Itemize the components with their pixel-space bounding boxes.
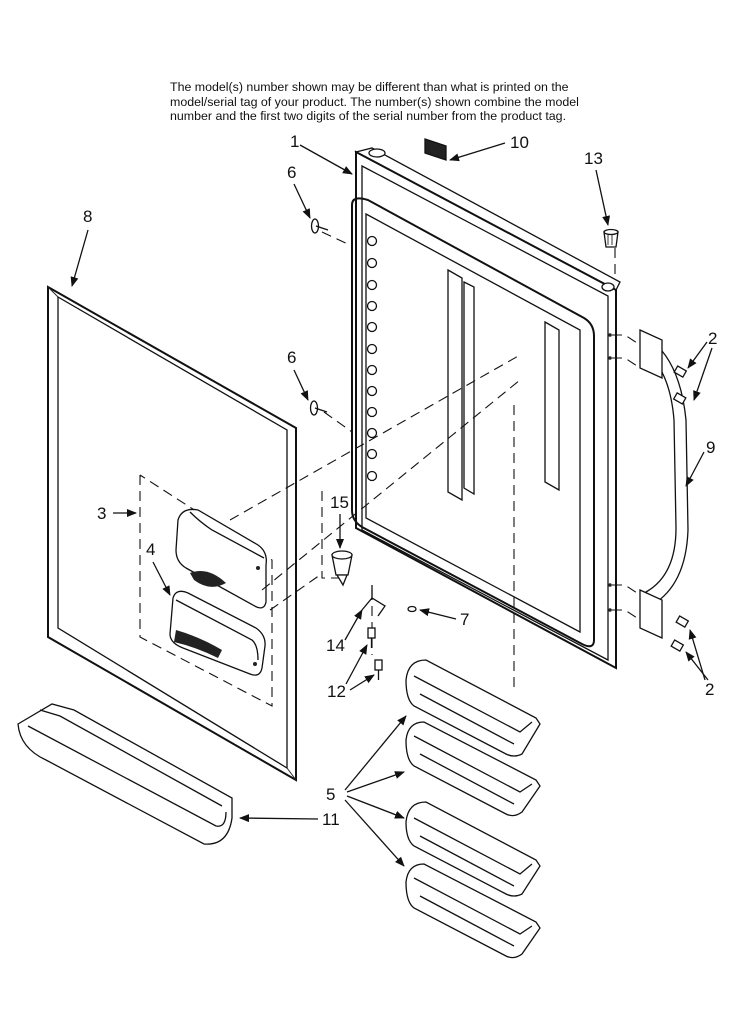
svg-text:14: 14 [326,636,345,655]
door-handle [639,328,689,640]
liner-clips [366,235,378,482]
svg-text:13: 13 [584,149,603,168]
small-plug [407,605,417,613]
callout-15: 15 [330,493,349,549]
door-bin-3 [405,801,541,897]
svg-text:1: 1 [290,132,299,151]
door-bin-2 [405,721,541,817]
callout-2-lower: 2 [685,629,714,699]
screw-upper [310,218,329,234]
callout-5: 5 [326,715,407,867]
callout-6-upper: 6 [287,163,311,219]
svg-text:12: 12 [327,682,346,701]
bottom-door-bin [17,703,233,845]
callout-9: 9 [685,438,715,487]
svg-text:6: 6 [287,163,296,182]
callout-7: 7 [419,608,469,629]
callout-3: 3 [97,504,137,523]
svg-text:11: 11 [322,810,340,829]
hinge-plug [603,228,619,248]
svg-text:9: 9 [706,438,715,457]
callout-12: 12 [327,644,375,701]
door-liner-frame [351,147,621,670]
model-number-note: The model(s) number shown may be differe… [170,80,579,123]
svg-text:7: 7 [460,610,469,629]
dispenser-assembly-outline [139,474,273,707]
bracket-screws [367,627,383,680]
svg-text:8: 8 [83,207,92,226]
dispenser-cup [331,550,353,587]
svg-text:3: 3 [97,504,106,523]
bracket [361,585,386,617]
callout-2-upper: 2 [687,329,717,401]
model-label [424,138,447,161]
screw-lower [309,400,328,416]
callout-10: 10 [449,133,529,162]
svg-text:4: 4 [146,540,155,559]
svg-text:15: 15 [330,493,349,512]
lower-dispenser-tray [169,590,266,676]
handle-screws [670,365,690,652]
svg-text:2: 2 [708,329,717,348]
callout-11: 11 [239,810,340,829]
callout-14: 14 [326,609,363,655]
svg-text:2: 2 [705,680,714,699]
door-bin-1 [405,659,541,757]
callout-1: 1 [290,132,353,175]
svg-text:10: 10 [510,133,529,152]
callout-4: 4 [146,540,171,596]
upper-dispenser-cover [175,508,267,609]
callout-6-lower: 6 [287,348,309,401]
callout-8: 8 [70,207,92,287]
callout-13: 13 [584,149,610,226]
door-bin-4 [405,863,541,959]
inner-door-panel [47,285,297,782]
svg-text:5: 5 [326,785,335,804]
svg-text:6: 6 [287,348,296,367]
alignment-lines [229,231,641,690]
